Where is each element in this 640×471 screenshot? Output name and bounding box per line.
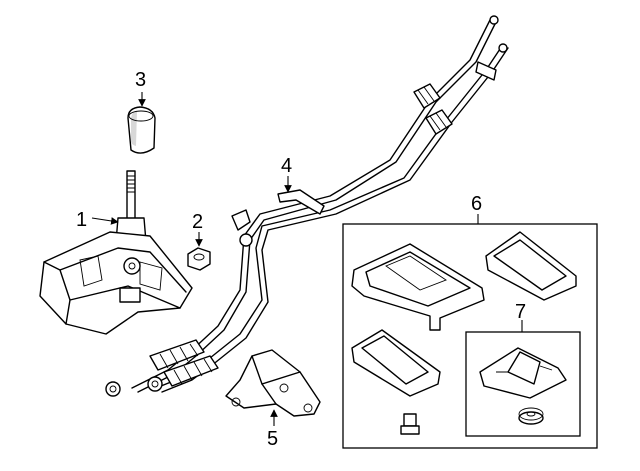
callout-4: 4: [281, 155, 292, 177]
shift-cables: [105, 15, 509, 397]
cable-bracket: [225, 349, 321, 417]
shift-boot-frame: [351, 329, 441, 397]
callout-3: 3: [135, 69, 146, 91]
callout-2: 2: [192, 211, 203, 233]
trim-panel: [485, 231, 577, 301]
shift-boot: [479, 347, 567, 399]
callout-5: 5: [267, 428, 278, 450]
callout-7: 7: [515, 301, 526, 323]
group-box-7: [465, 331, 581, 437]
shift-knob: [127, 106, 156, 154]
leader-lines: [91, 92, 523, 426]
bolt: [400, 413, 420, 435]
console-bezel: [351, 243, 485, 331]
grommet: [518, 407, 544, 425]
callout-1: 1: [76, 209, 87, 231]
group-box-6: [342, 223, 598, 449]
hex-nut: [187, 247, 211, 271]
gear-shifter-assembly: [39, 170, 193, 335]
callout-6: 6: [471, 193, 482, 215]
